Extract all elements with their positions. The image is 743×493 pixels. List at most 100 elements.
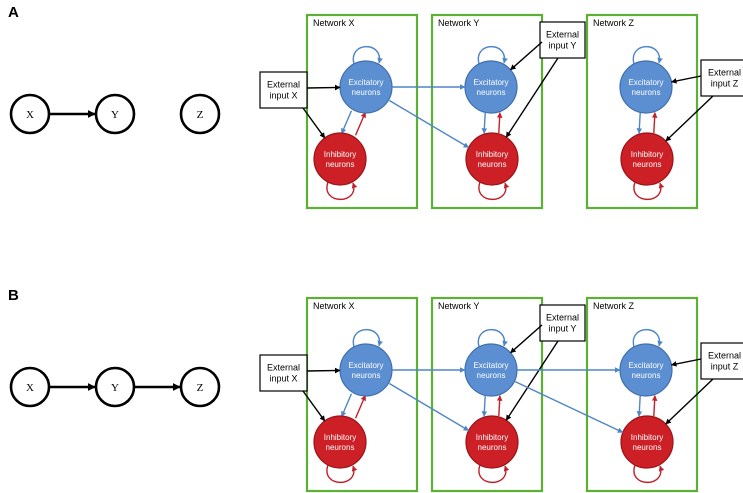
excitatory-label-line: Excitatory bbox=[628, 78, 663, 87]
excitatory-label-line: Excitatory bbox=[628, 361, 663, 370]
excitatory-population bbox=[339, 343, 393, 397]
inhibitory-label-line: neurons bbox=[326, 443, 355, 452]
excitatory-label-line: Excitatory bbox=[473, 78, 508, 87]
excitatory-label-line: neurons bbox=[352, 371, 381, 380]
inhibitory-population bbox=[620, 132, 674, 186]
excitatory-population bbox=[619, 60, 673, 114]
excitatory-to-inhibitory-arrow bbox=[481, 395, 488, 417]
inhibitory-to-excitatory-arrow bbox=[496, 395, 503, 417]
inhibitory-population bbox=[313, 415, 367, 469]
graph-node-z bbox=[179, 366, 221, 408]
panel-letter: A bbox=[8, 4, 19, 21]
external-input-label-line: input Y bbox=[549, 324, 577, 334]
external-input-label-line: input Z bbox=[711, 362, 739, 372]
external-input-label-line: External bbox=[267, 80, 300, 90]
inhibitory-population bbox=[465, 132, 519, 186]
inhibitory-population bbox=[620, 415, 674, 469]
graph-node-label: Z bbox=[197, 382, 204, 394]
inhibitory-self-loop bbox=[478, 464, 510, 484]
network-box bbox=[305, 296, 419, 493]
projection-inhibitory-x-y bbox=[388, 382, 470, 432]
inhibitory-self-loop bbox=[633, 464, 665, 484]
network-title: Network X bbox=[313, 301, 355, 311]
inhibitory-label-line: neurons bbox=[326, 160, 355, 169]
inhibitory-label-line: neurons bbox=[478, 443, 507, 452]
inhibitory-label-line: Inhibitory bbox=[476, 150, 508, 159]
excitatory-label-line: neurons bbox=[477, 371, 506, 380]
causal-graph: X Y Z bbox=[9, 93, 221, 135]
inhibitory-population bbox=[465, 415, 519, 469]
inhibitory-label-line: neurons bbox=[478, 160, 507, 169]
external-input-to-inhibitory-arrow bbox=[505, 57, 559, 138]
excitatory-to-inhibitory-arrow bbox=[636, 112, 643, 134]
excitatory-label-line: neurons bbox=[477, 88, 506, 97]
graph-node-x bbox=[9, 366, 51, 408]
excitatory-self-loop bbox=[477, 328, 508, 348]
inhibitory-label-line: neurons bbox=[633, 443, 662, 452]
excitatory-label-line: neurons bbox=[352, 88, 381, 97]
network-title: Network Y bbox=[438, 301, 479, 311]
external-input-box bbox=[700, 342, 743, 380]
projection-inhibitory-y-z bbox=[514, 380, 624, 434]
external-input-label-line: External bbox=[708, 68, 741, 78]
graph-node-y bbox=[94, 93, 136, 135]
inhibitory-to-excitatory-arrow bbox=[651, 395, 658, 417]
graph-node-z bbox=[179, 93, 221, 135]
network-box bbox=[430, 13, 544, 210]
inhibitory-label-line: Inhibitory bbox=[324, 433, 356, 442]
excitatory-to-inhibitory-arrow bbox=[636, 395, 643, 417]
inhibitory-to-excitatory-arrow bbox=[354, 394, 367, 419]
network-title: Network X bbox=[313, 18, 355, 28]
external-input-to-inhibitory-arrow bbox=[302, 107, 326, 139]
inhibitory-to-excitatory-arrow bbox=[651, 112, 658, 134]
inhibitory-label-line: neurons bbox=[633, 160, 662, 169]
graph-node-y bbox=[94, 366, 136, 408]
inhibitory-self-loop bbox=[326, 181, 358, 201]
network-box bbox=[305, 13, 419, 210]
external-input-label-line: input X bbox=[269, 374, 297, 384]
external-input-box bbox=[700, 59, 743, 97]
inhibitory-self-loop bbox=[478, 181, 510, 201]
inhibitory-label-line: Inhibitory bbox=[324, 150, 356, 159]
panel-letter: B bbox=[8, 287, 19, 304]
graph-node-label: Z bbox=[197, 109, 204, 121]
network-title: Network Y bbox=[438, 18, 479, 28]
excitatory-population bbox=[619, 343, 673, 397]
excitatory-self-loop bbox=[352, 45, 383, 65]
excitatory-population bbox=[464, 343, 518, 397]
external-input-label-line: input X bbox=[269, 91, 297, 101]
external-input-to-inhibitory-arrow bbox=[665, 378, 714, 425]
external-input-to-excitatory-arrow bbox=[670, 75, 702, 84]
excitatory-population bbox=[339, 60, 393, 114]
excitatory-self-loop bbox=[352, 328, 383, 348]
graph-node-label: X bbox=[26, 382, 34, 394]
graph-node-label: Y bbox=[111, 109, 119, 121]
inhibitory-self-loop bbox=[326, 464, 358, 484]
inhibitory-population bbox=[313, 132, 367, 186]
excitatory-self-loop bbox=[632, 45, 663, 65]
excitatory-label-line: neurons bbox=[632, 371, 661, 380]
external-input-to-excitatory-arrow bbox=[510, 41, 543, 71]
projection-inhibitory-x-y bbox=[388, 99, 470, 149]
external-input-box bbox=[259, 71, 308, 109]
external-input-box bbox=[539, 304, 586, 342]
external-input-box bbox=[539, 21, 586, 59]
excitatory-self-loop bbox=[632, 328, 663, 348]
graph-node-label: X bbox=[26, 109, 34, 121]
external-input-to-excitatory-arrow bbox=[306, 367, 341, 374]
